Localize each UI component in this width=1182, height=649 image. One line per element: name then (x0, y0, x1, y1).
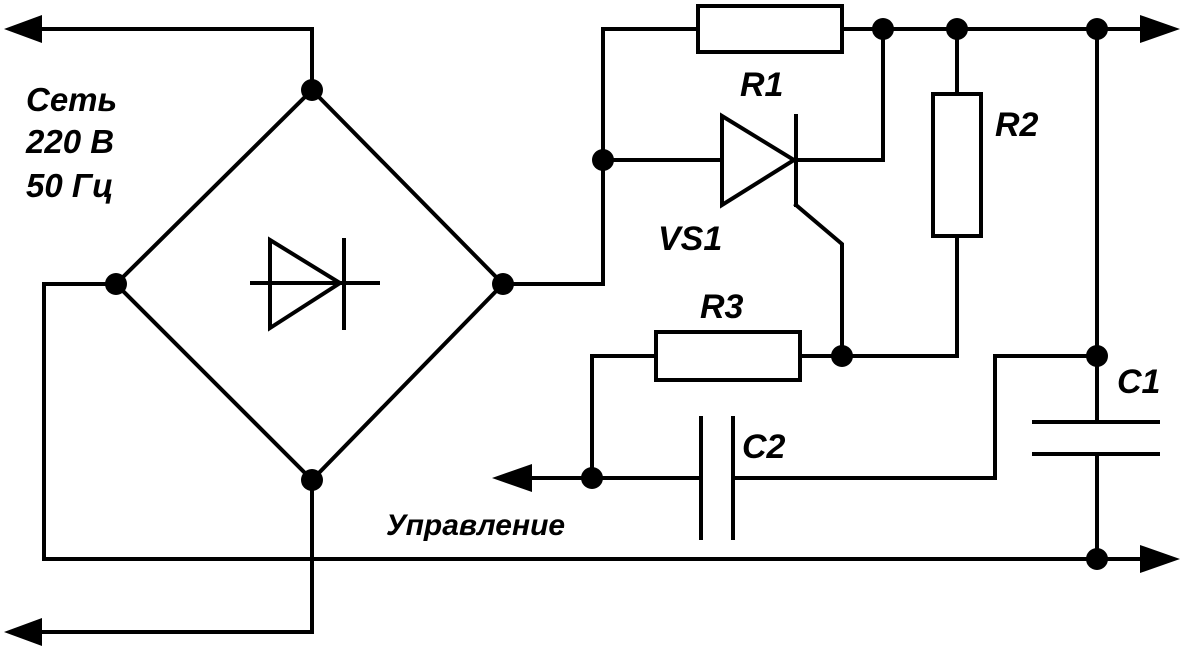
bottom-rail-arrow (1140, 545, 1180, 573)
bridge-bottom-arrow (4, 618, 42, 646)
mains-label-line-3: 50 Гц (26, 167, 113, 204)
top-rail-arrow (1140, 15, 1180, 43)
mains-top-wire (4, 15, 314, 92)
r3-label: R3 (700, 288, 744, 326)
capacitor-c1 (1032, 420, 1160, 456)
c2-right-wire (731, 354, 1099, 480)
bridge-diode-icon (250, 236, 380, 332)
r2-bottom-wire (840, 234, 959, 358)
r3-left-wire (590, 354, 658, 480)
junction-dots (105, 18, 1108, 570)
capacitor-c2 (699, 416, 735, 540)
left-rail-wire (42, 282, 1142, 561)
r1-label: R1 (740, 66, 783, 104)
control-label: Управление (386, 509, 565, 542)
r2-label: R2 (995, 106, 1039, 144)
c1-label: C1 (1117, 363, 1160, 401)
resistor-r3 (654, 330, 802, 382)
mains-label-line-1: Сеть (26, 81, 117, 118)
resistor-r1 (696, 4, 844, 54)
mains-top-arrow (4, 15, 42, 43)
mains-label-line-2: 220 В (25, 123, 114, 160)
bridge-bottom-wire (4, 478, 314, 646)
resistor-r2 (931, 92, 983, 238)
vs1-label: VS1 (658, 220, 722, 258)
c2-label: C2 (742, 428, 786, 466)
control-output-arrow (492, 464, 532, 492)
vs1-cathode-wire (794, 27, 885, 162)
diode-bridge (113, 87, 506, 483)
